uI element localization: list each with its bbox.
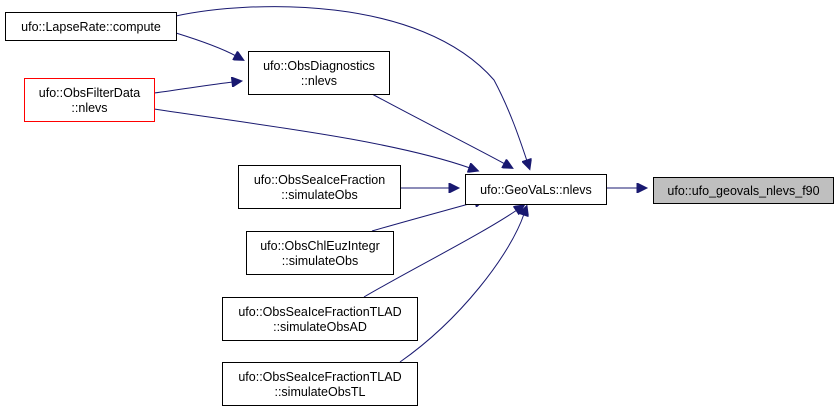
- node-ufo_geovals_nlevs_f90: ufo::ufo_geovals_nlevs_f90: [653, 177, 834, 204]
- edge-obs_sea_ice_fraction_tlad_ad-to-geovals_nlevs: [363, 210, 517, 298]
- node-label-line: ::nlevs: [71, 101, 107, 115]
- node-label-line: ::nlevs: [301, 74, 337, 88]
- node-geovals_nlevs[interactable]: ufo::GeoVaLs::nlevs: [465, 174, 607, 205]
- edge-obs_filter_data_nlevs-to-obs_diagnostics_nlevs: [153, 82, 233, 94]
- node-box: [465, 174, 607, 205]
- edges-layer: [153, 6, 638, 363]
- node-label-line: ::simulateObsAD: [273, 320, 367, 334]
- node-obs_diagnostics_nlevs[interactable]: ufo::ObsDiagnostics::nlevs: [248, 51, 390, 95]
- node-lapse_rate_compute[interactable]: ufo::LapseRate::compute: [5, 12, 177, 41]
- node-box: [653, 177, 834, 204]
- node-label-line: ufo::ObsChlEuzIntegr: [260, 239, 380, 253]
- node-box: [238, 165, 401, 209]
- node-box: [222, 362, 418, 406]
- node-label-line: ufo::ObsFilterData: [39, 86, 140, 100]
- node-label-line: ::simulateObsTL: [274, 385, 365, 399]
- node-label-line: ::simulateObs: [282, 254, 358, 268]
- node-obs_sea_ice_fraction_tlad_ad[interactable]: ufo::ObsSeaIceFractionTLAD::simulateObsA…: [222, 297, 418, 341]
- node-box: [5, 12, 177, 41]
- node-label-line: ufo::ObsDiagnostics: [263, 59, 375, 73]
- edge-lapse_rate_compute-to-obs_diagnostics_nlevs: [175, 32, 236, 56]
- node-label-line: ::simulateObs: [281, 188, 357, 202]
- edge-lapse_rate_compute-to-geovals_nlevs: [175, 6, 527, 161]
- node-obs_chl_euz_integr_simulate[interactable]: ufo::ObsChlEuzIntegr::simulateObs: [246, 231, 394, 275]
- node-label-line: ufo::ObsSeaIceFractionTLAD: [238, 370, 401, 384]
- edge-obs_diagnostics_nlevs-to-geovals_nlevs: [371, 93, 505, 164]
- nodes-layer: ufo::ufo_geovals_nlevs_f90 ufo::GeoVaLs::…: [5, 12, 834, 406]
- node-label-line: ufo::LapseRate::compute: [21, 20, 161, 34]
- node-box: [246, 231, 394, 275]
- node-label-line: ufo::GeoVaLs::nlevs: [480, 183, 592, 197]
- node-obs_filter_data_nlevs[interactable]: ufo::ObsFilterData::nlevs: [24, 78, 155, 122]
- edge-obs_filter_data_nlevs-to-geovals_nlevs: [153, 108, 470, 168]
- node-label-line: ufo::ufo_geovals_nlevs_f90: [667, 184, 819, 198]
- edge-obs_sea_ice_fraction_tlad_tl-to-geovals_nlevs: [399, 214, 524, 363]
- node-box: [222, 297, 418, 341]
- edge-obs_chl_euz_integr_simulate-to-geovals_nlevs: [371, 202, 476, 232]
- node-box: [248, 51, 390, 95]
- node-obs_sea_ice_fraction_simulate[interactable]: ufo::ObsSeaIceFraction::simulateObs: [238, 165, 401, 209]
- node-label-line: ufo::ObsSeaIceFractionTLAD: [238, 305, 401, 319]
- node-box: [24, 78, 155, 122]
- node-obs_sea_ice_fraction_tlad_tl[interactable]: ufo::ObsSeaIceFractionTLAD::simulateObsT…: [222, 362, 418, 406]
- node-label-line: ufo::ObsSeaIceFraction: [254, 173, 385, 187]
